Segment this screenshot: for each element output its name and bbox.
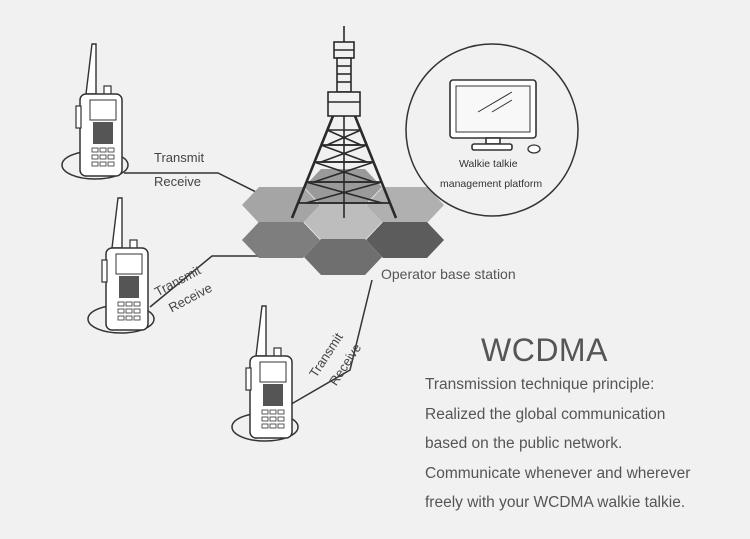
description-line: Realized the global communication xyxy=(425,405,666,423)
walkie-talkie-icon xyxy=(87,197,155,334)
description-line: based on the public network. xyxy=(425,435,623,452)
mouse-icon xyxy=(527,144,541,154)
link-line-middle xyxy=(149,255,262,308)
hex-cell xyxy=(304,204,382,240)
base-station-hex-cells xyxy=(242,169,444,275)
description-line: freely with your WCDMA walkie talkie. xyxy=(425,494,686,511)
page-title: WCDMA xyxy=(481,332,608,368)
link-line-top xyxy=(124,172,263,196)
walkie-talkie-icon xyxy=(61,43,129,180)
transmit-label: Transmit xyxy=(154,150,205,165)
hex-cell xyxy=(242,222,320,258)
platform-label: Walkie talkie xyxy=(459,158,518,170)
management-platform xyxy=(405,43,579,217)
description-list: Transmission technique principle: Realiz… xyxy=(425,370,690,518)
platform-label: management platform xyxy=(440,178,543,190)
hex-cell xyxy=(366,222,444,258)
hex-cell xyxy=(304,239,382,275)
description-line: Transmission technique principle: xyxy=(425,376,655,393)
walkie-talkie-icon xyxy=(231,305,299,442)
hex-cell xyxy=(366,187,444,223)
computer-monitor-icon xyxy=(449,79,537,151)
tower-icon xyxy=(290,26,398,219)
receive-label: Receive xyxy=(154,174,201,189)
description-line: Communicate whenever and wherever xyxy=(425,464,691,482)
base-station-label: Operator base station xyxy=(381,266,516,282)
